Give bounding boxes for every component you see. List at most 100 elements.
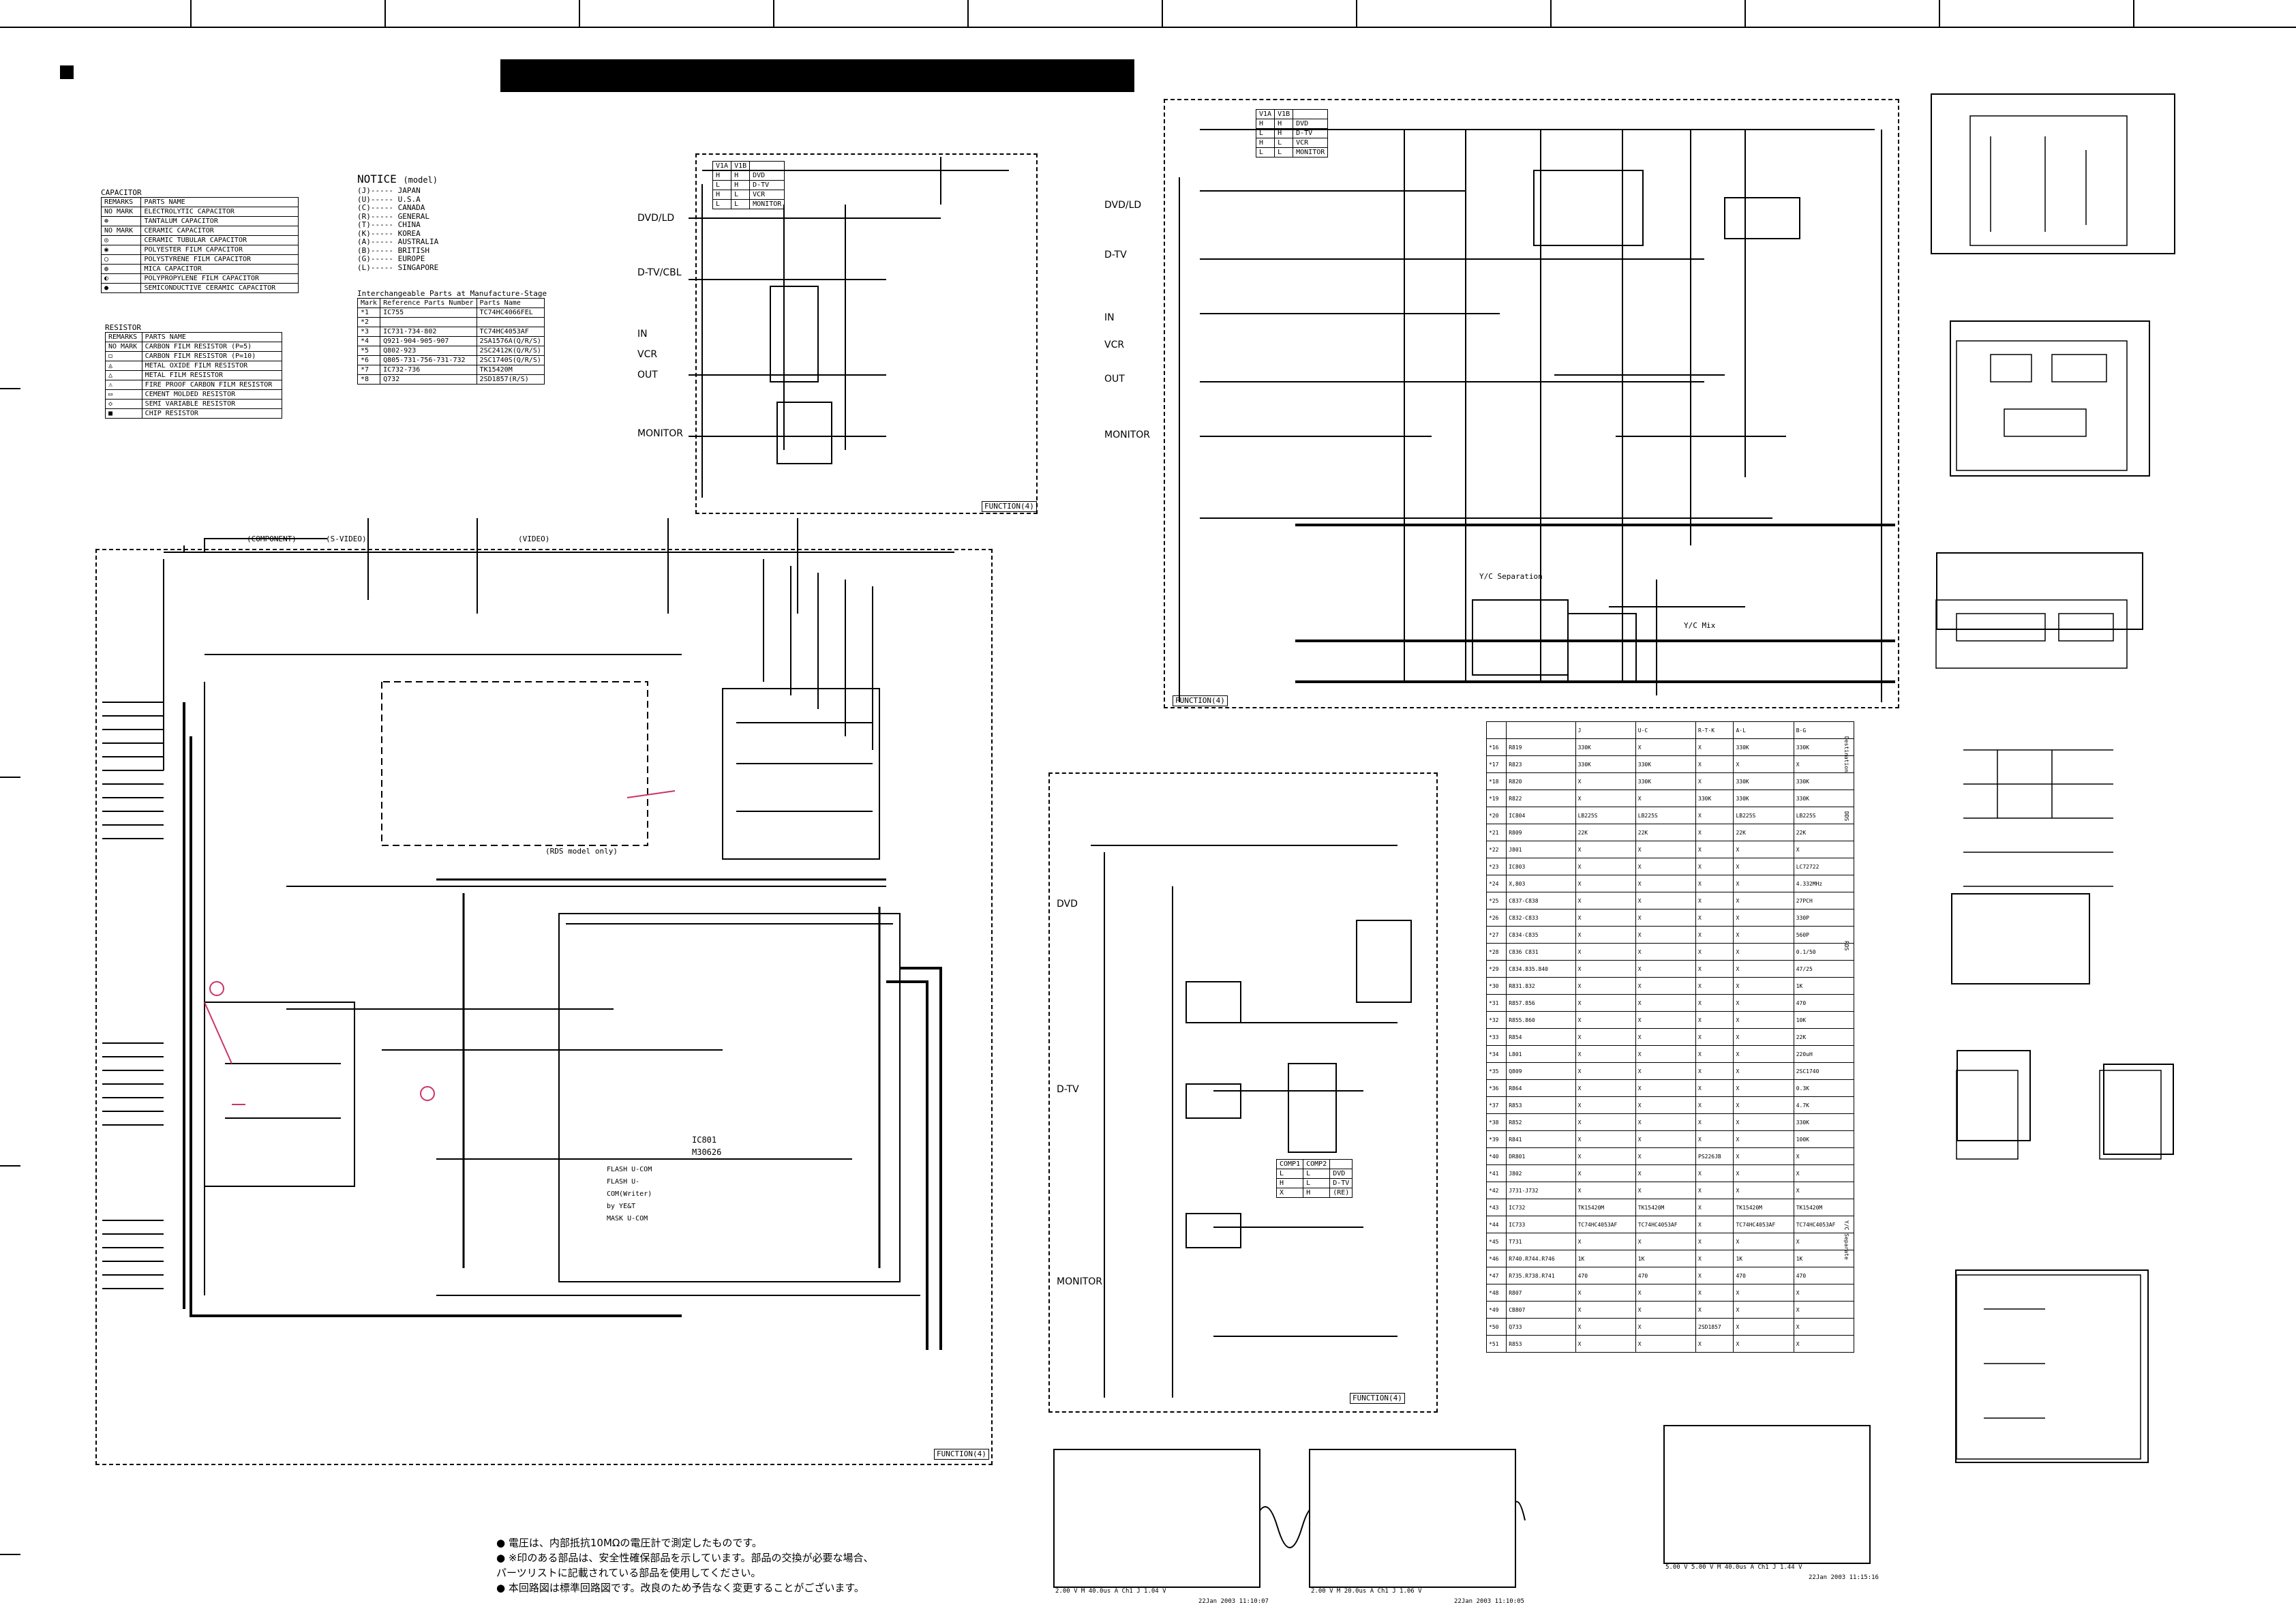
table-cell: IC733 [1506, 1216, 1576, 1233]
table-cell: *27 [1485, 926, 1507, 944]
resistor-row: △METAL FILM RESISTOR [105, 370, 283, 381]
table-cell: ◎ [100, 235, 142, 246]
table-cell: *45 [1485, 1233, 1507, 1250]
table-cell: △ [105, 370, 142, 381]
table-cell: R864 [1506, 1079, 1576, 1097]
table-cell: NO MARK [100, 207, 142, 217]
table-cell: *50 [1485, 1318, 1507, 1336]
table-cell: X [1733, 875, 1794, 892]
input-port-label: OUT [637, 370, 658, 380]
table-cell: X [1695, 1028, 1734, 1046]
resistor-legend-title: RESISTOR [105, 323, 141, 332]
table-cell: X [1635, 1301, 1697, 1319]
resistor-row: ▭CEMENT MOLDED RESISTOR [105, 389, 283, 400]
table-cell: ◉ [100, 245, 142, 256]
table-cell: L [1274, 138, 1294, 148]
notice-list: (J)----- JAPAN(U)----- U.S.A(C)----- CAN… [357, 186, 438, 272]
input-port-label: VCR [637, 349, 658, 360]
input-port-label: D-TV/CBL [637, 267, 682, 278]
table-cell: R854 [1506, 1028, 1576, 1046]
table-cell: D-TV [749, 180, 785, 190]
table-cell: ■ [105, 408, 142, 419]
resistor-row: ◻CARBON FILM RESISTOR (P=10) [105, 351, 283, 362]
table-cell: *37 [1485, 1096, 1507, 1114]
table-cell: TK15420M [1733, 1199, 1794, 1216]
notice-dash: ----- [370, 203, 398, 212]
main-board-frame [95, 549, 993, 1465]
table-cell: D-TV [1329, 1178, 1353, 1188]
notice-code: (T) [357, 220, 371, 229]
table-cell: 22K [1733, 824, 1794, 841]
capacitor-row: ◎CERAMIC TUBULAR CAPACITOR [100, 235, 299, 246]
table-cell: H [712, 170, 732, 181]
table-cell: *36 [1485, 1079, 1507, 1097]
table-cell: X [1275, 1188, 1304, 1198]
capacitor-row: ⊛TANTALUM CAPACITOR [100, 216, 299, 227]
table-cell: X [1635, 875, 1697, 892]
table-cell: X [1733, 1233, 1794, 1250]
table-cell: H [1255, 138, 1275, 148]
ic-note: FLASH U-COM(Writer) by YE&T [607, 1178, 652, 1210]
table-cell: X [1733, 1079, 1794, 1097]
header-cell: Mark [357, 298, 381, 309]
table-cell: X [1575, 772, 1636, 790]
table-cell: *19 [1485, 790, 1507, 807]
table-cell: X [1733, 1011, 1794, 1029]
table-cell: 220uH [1793, 1045, 1855, 1063]
resistor-row: ⚠FIRE PROOF CARBON FILM RESISTOR [105, 380, 283, 391]
header-cell: U·C [1635, 721, 1697, 739]
table-cell: 1K [1733, 1250, 1794, 1267]
capacitor-row: ◉POLYESTER FILM CAPACITOR [100, 245, 299, 256]
table-cell: C832-C833 [1506, 909, 1576, 927]
table-cell: X [1793, 1182, 1855, 1199]
input-port-label: IN [637, 329, 648, 340]
table-cell: TK15420M [1635, 1199, 1697, 1216]
table-cell: X [1733, 1335, 1794, 1353]
table-cell: X [1695, 1233, 1734, 1250]
table-cell: X [1635, 1182, 1697, 1199]
table-cell: ◇ [105, 399, 142, 410]
switch-port-label: MONITOR [1057, 1276, 1102, 1287]
table-cell: 470 [1793, 994, 1855, 1012]
table-cell: X [1635, 909, 1697, 927]
table-cell: 22K [1635, 824, 1697, 841]
table-cell: 470 [1575, 1267, 1636, 1284]
table-cell: 0.3K [1793, 1079, 1855, 1097]
table-cell: 27PCH [1793, 892, 1855, 909]
notice-region: EUROPE [397, 254, 425, 263]
table-cell: X [1635, 1147, 1697, 1165]
notice-region: KOREA [397, 228, 421, 238]
table-cell: R809 [1506, 824, 1576, 841]
table-cell: X [1635, 1079, 1697, 1097]
header-cell: REMARKS [105, 332, 142, 343]
table-cell: 47/25 [1793, 960, 1855, 978]
table-cell: X [1575, 909, 1636, 927]
table-cell: H [1303, 1188, 1331, 1198]
table-cell: TANTALUM CAPACITOR [140, 216, 299, 227]
table-cell: L [1274, 147, 1294, 157]
table-cell: C834-C835 [1506, 926, 1576, 944]
notice-dash: ----- [370, 262, 398, 272]
table-cell: CARBON FILM RESISTOR (P=10) [141, 351, 283, 362]
video-port-label: OUT [1104, 374, 1125, 385]
main-ic-model: M30626 [692, 1147, 722, 1157]
notice-code: (K) [357, 228, 371, 238]
table-cell: IC732-736 [380, 365, 477, 376]
input-port-label: DVD/LD [637, 213, 675, 224]
table-cell: X [1575, 1147, 1636, 1165]
table-cell: 2SD1857 [1695, 1318, 1734, 1336]
table-cell: X [1635, 892, 1697, 909]
table-cell: C837-C838 [1506, 892, 1576, 909]
table-cell: X,803 [1506, 875, 1576, 892]
table-cell: *1 [357, 307, 381, 318]
